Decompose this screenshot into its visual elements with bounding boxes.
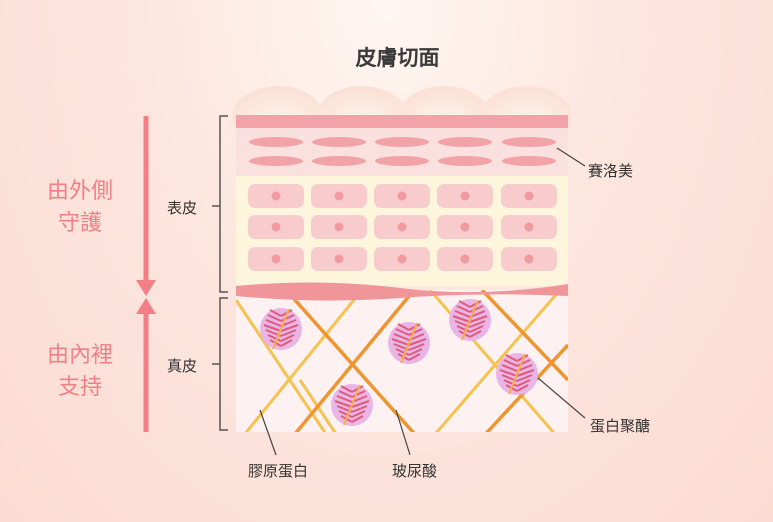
cell-nucleus <box>524 222 534 232</box>
outer-protection-label: 由外側 守護 <box>40 176 120 240</box>
ceramide-cell <box>249 137 303 147</box>
stratum-corneum-band <box>236 115 568 128</box>
proteoglycan <box>331 384 373 426</box>
proteoglycan <box>388 322 430 364</box>
proteoglycan-label: 蛋白聚醣 <box>590 417 651 435</box>
outer-line-2: 守護 <box>57 211 102 236</box>
dermis-label: 真皮 <box>167 357 198 375</box>
ceramide-cell <box>249 156 303 166</box>
ceramide-cell <box>502 137 556 147</box>
cell-nucleus <box>397 254 407 264</box>
cell-nucleus <box>524 254 534 264</box>
collagen-label: 膠原蛋白 <box>248 462 309 480</box>
inner-line-1: 由內裡 <box>46 343 113 368</box>
ceramide-cell <box>375 137 429 147</box>
basement-membrane <box>236 282 568 301</box>
ceramide-cell <box>438 156 492 166</box>
cell-nucleus <box>460 254 470 264</box>
epidermis-label: 表皮 <box>167 199 198 217</box>
outer-line-1: 由外側 <box>46 179 113 204</box>
epidermis-cells <box>248 184 557 271</box>
proteoglycans <box>260 299 538 426</box>
ceramide-label: 賽洛美 <box>588 162 634 180</box>
ceramide-cell <box>375 156 429 166</box>
inner-support-arrow <box>136 298 156 432</box>
cell-nucleus <box>460 222 470 232</box>
cell-nucleus <box>334 191 344 201</box>
cell-nucleus <box>271 254 281 264</box>
dermis-bracket <box>212 297 228 431</box>
cell-nucleus <box>334 222 344 232</box>
epidermis-bracket <box>212 115 228 293</box>
ceramide-cell <box>312 156 366 166</box>
proteoglycan <box>496 353 538 395</box>
cell-nucleus <box>334 254 344 264</box>
hyaluronic-acid-label: 玻尿酸 <box>392 462 438 480</box>
ceramide-cell <box>312 137 366 147</box>
cell-nucleus <box>397 191 407 201</box>
cell-nucleus <box>397 222 407 232</box>
cell-nucleus <box>271 222 281 232</box>
outer-protection-arrow <box>136 116 156 296</box>
proteoglycan <box>449 299 491 341</box>
ceramide-cell <box>502 156 556 166</box>
inner-line-2: 支持 <box>57 375 102 400</box>
inner-support-label: 由內裡 支持 <box>40 340 120 404</box>
cell-nucleus <box>524 191 534 201</box>
cell-nucleus <box>460 191 470 201</box>
proteoglycan <box>260 308 302 350</box>
diagram-title: 皮膚切面 <box>355 46 440 70</box>
ceramide-cell <box>438 137 492 147</box>
ceramide-layer <box>236 128 568 176</box>
ceramide-cells <box>249 137 556 166</box>
cell-nucleus <box>271 191 281 201</box>
